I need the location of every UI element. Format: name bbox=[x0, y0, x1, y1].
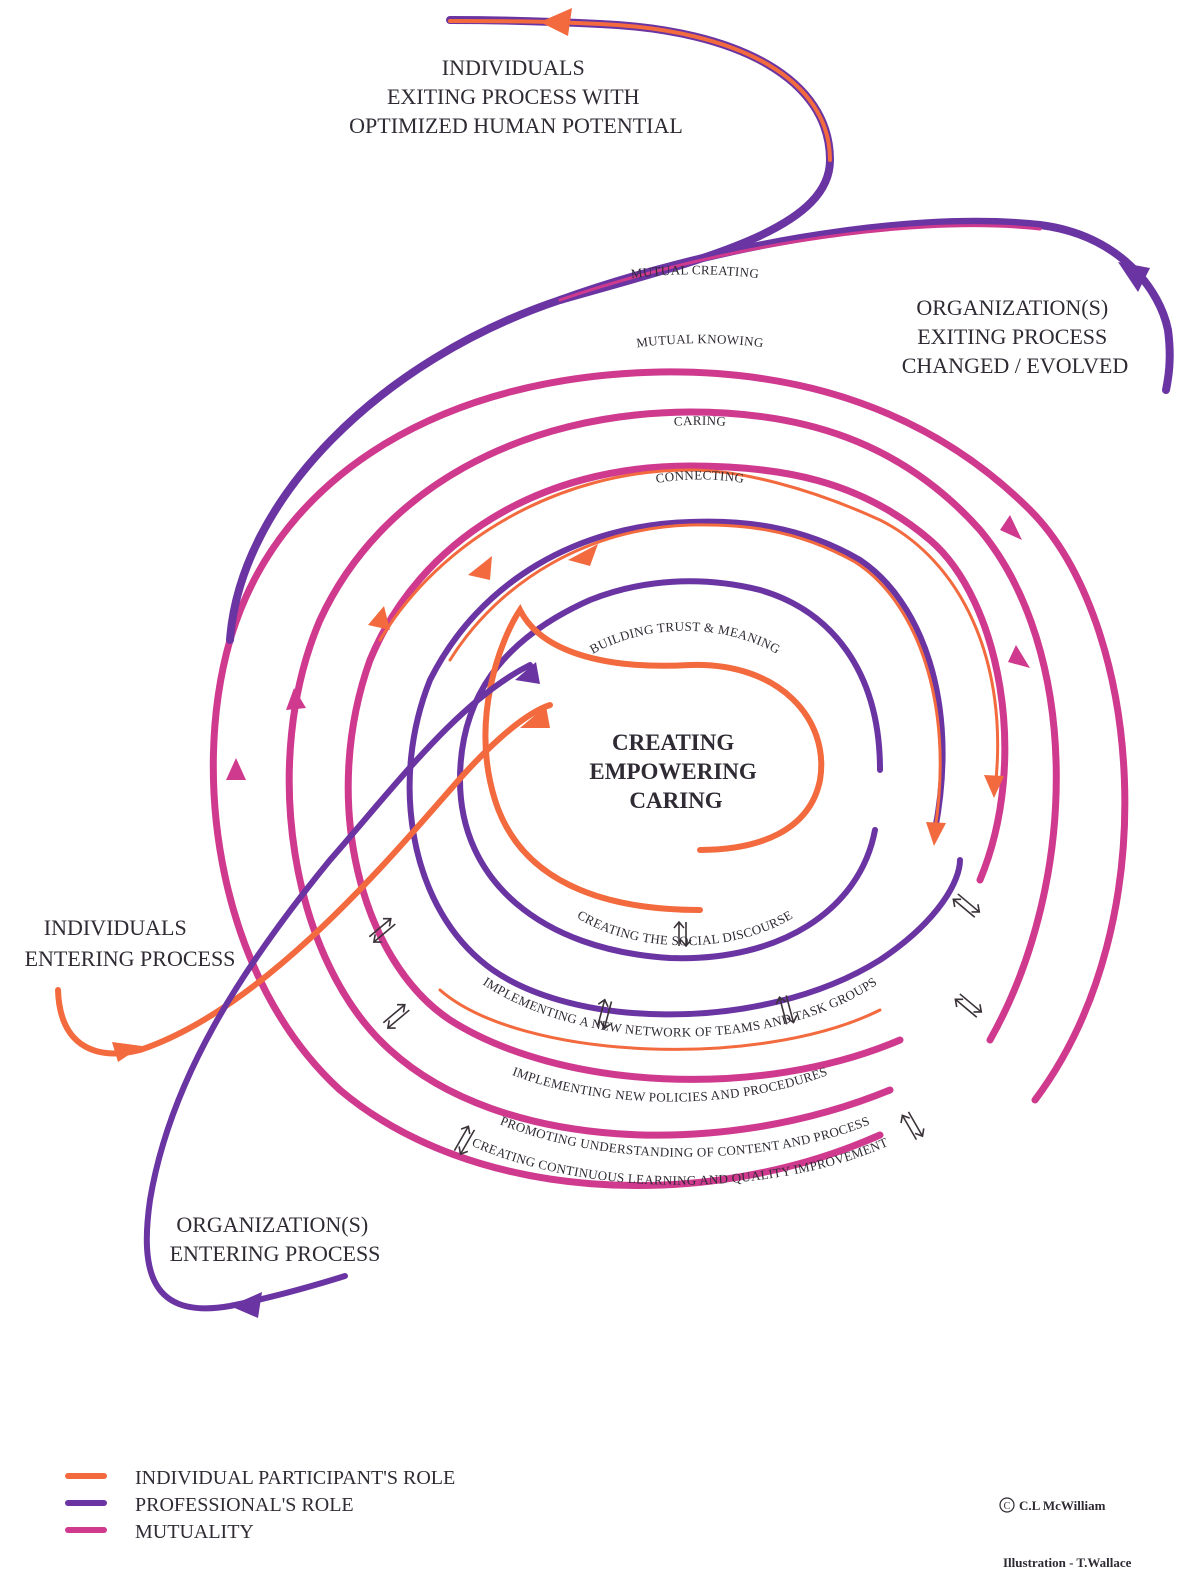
label-organizations-exiting: ORGANIZATION(S) EXITING PROCESS CHANGED … bbox=[902, 295, 1129, 378]
ring-network-line bbox=[438, 988, 882, 1051]
arrowheads bbox=[112, 8, 1150, 1318]
arrow-head-ring-8 bbox=[468, 556, 492, 580]
label-caring: CARING bbox=[673, 413, 726, 429]
ring-connecting bbox=[406, 518, 963, 1018]
label-connecting: CONNECTING bbox=[655, 467, 746, 486]
ring-connecting-ind bbox=[448, 523, 942, 832]
arrow-head-ring-4 bbox=[926, 822, 946, 846]
exchange-marker-1 bbox=[368, 917, 396, 943]
exchange-marker-5 bbox=[775, 995, 798, 1025]
label-mutual-knowing: MUTUAL KNOWING bbox=[635, 331, 764, 350]
arrow-head-ring-10 bbox=[515, 662, 540, 684]
legend-label-mutuality: MUTUALITY bbox=[135, 1521, 254, 1543]
rings bbox=[209, 368, 1129, 1189]
credits: C C.L McWilliam Illustration - T.Wallace bbox=[999, 1497, 1132, 1570]
arrow-head-org-enter bbox=[230, 1292, 262, 1318]
arrow-head-ring-9 bbox=[568, 544, 598, 566]
label-individuals-entering: INDIVIDUALS ENTERING PROCESS bbox=[25, 915, 236, 971]
label-network: IMPLEMENTING A NEW NETWORK OF TEAMS AND … bbox=[480, 974, 879, 1040]
label-individuals-exiting: INDIVIDUALS EXITING PROCESS WITH OPTIMIZ… bbox=[349, 55, 683, 138]
label-social-discourse: CREATING THE SOCIAL DISCOURSE bbox=[575, 907, 795, 948]
flow-organizations-exiting-mut bbox=[558, 224, 1042, 302]
arrow-head-top-exit bbox=[540, 8, 572, 36]
arrow-head-org-exit bbox=[1118, 262, 1150, 292]
exchange-marker-8 bbox=[453, 1125, 476, 1156]
flow-organizations-exiting bbox=[556, 217, 1174, 394]
label-continuous: CREATING CONTINUOUS LEARNING AND QUALITY… bbox=[470, 1134, 890, 1187]
arrow-head-ring-3 bbox=[984, 775, 1004, 798]
credit-copyright: C.L McWilliam bbox=[1019, 1498, 1106, 1513]
credit-illustration: Illustration - T.Wallace bbox=[1003, 1555, 1132, 1570]
arrow-head-ring-7 bbox=[368, 606, 390, 630]
legend-label-individual: INDIVIDUAL PARTICIPANT'S ROLE bbox=[135, 1467, 455, 1489]
arrow-head-ring-6 bbox=[286, 688, 306, 710]
arrow-head-ring-11 bbox=[520, 706, 550, 728]
ring-mutual-knowing bbox=[285, 408, 1060, 1139]
ring-building-trust bbox=[456, 578, 883, 962]
arrow-head-ring-1 bbox=[1000, 515, 1022, 540]
arrow-head-ring-2 bbox=[1008, 645, 1030, 668]
exchange-marker-6 bbox=[952, 893, 981, 918]
flow-individuals-exiting-ind bbox=[448, 19, 832, 162]
exchange-marker-7 bbox=[954, 993, 983, 1018]
legend: INDIVIDUAL PARTICIPANT'S ROLE PROFESSION… bbox=[65, 1467, 455, 1543]
label-organizations-entering: ORGANIZATION(S) ENTERING PROCESS bbox=[170, 1212, 381, 1266]
arrow-head-ring-5 bbox=[226, 758, 246, 780]
label-mutual-creating: MUTUAL CREATING bbox=[630, 262, 760, 281]
label-center: CREATING EMPOWERING CARING bbox=[589, 730, 762, 813]
ring-caring-inner bbox=[378, 468, 1000, 792]
ring-caring-outer bbox=[344, 462, 1009, 1083]
ring-mutual-creating bbox=[209, 368, 1129, 1189]
exchange-marker-4 bbox=[596, 998, 613, 1030]
label-building-trust: BUILDING TRUST & MEANING bbox=[587, 619, 783, 657]
block-labels: INDIVIDUALS EXITING PROCESS WITH OPTIMIZ… bbox=[25, 55, 1129, 1266]
ring-inner-individual bbox=[482, 604, 825, 913]
copyright-icon bbox=[999, 1497, 1015, 1513]
arrow-head-ind-enter bbox=[112, 1042, 142, 1062]
copyright-icon-glyph: C bbox=[1004, 1501, 1011, 1512]
legend-label-professional: PROFESSIONAL'S ROLE bbox=[135, 1494, 354, 1516]
exchange-marker-9 bbox=[900, 1111, 925, 1141]
exchange-marker-3 bbox=[673, 920, 692, 948]
flow-individuals-entering bbox=[55, 702, 553, 1057]
exchange-markers bbox=[368, 893, 983, 1156]
exchange-marker-2 bbox=[382, 1003, 410, 1029]
